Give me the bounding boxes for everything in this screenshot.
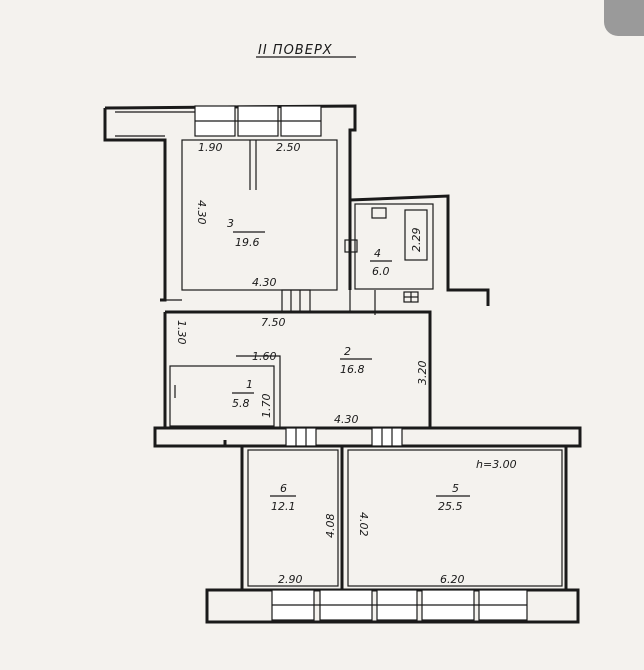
room-2-area: 16.8 xyxy=(340,363,365,376)
door-room6 xyxy=(285,427,317,447)
door-room3 xyxy=(281,289,311,313)
floor-title: II ПОВЕРХ xyxy=(258,43,333,58)
room-1-area: 5.8 xyxy=(232,397,250,410)
dim-room2-right: 3.20 xyxy=(416,361,429,386)
dim-room6-bottom: 2.90 xyxy=(278,573,303,586)
dim-room5-left: 4.02 xyxy=(357,512,370,537)
dim-corridor-left: 1.30 xyxy=(175,320,188,345)
dim-room3-bottom: 4.30 xyxy=(252,276,277,289)
top-exterior-wall xyxy=(103,104,357,302)
sink xyxy=(371,207,387,219)
room-3: 3 19.6 1.90 2.50 4.30 4.30 xyxy=(181,139,338,291)
left-ledge xyxy=(153,428,227,448)
door-room5 xyxy=(371,427,403,447)
room-6-area: 12.1 xyxy=(271,500,296,513)
dim-room4-right: 2.29 xyxy=(410,228,423,253)
page-corner xyxy=(604,0,644,36)
room-5: 5 25.5 4.02 6.20 xyxy=(347,446,568,590)
bathtub xyxy=(404,209,428,261)
dim-room2-bottom: 4.30 xyxy=(334,413,359,426)
dim-room5-bottom: 6.20 xyxy=(440,573,465,586)
dim-room1-top: 1.60 xyxy=(252,350,277,363)
room-4-area: 6.0 xyxy=(372,265,390,278)
room-6-number: 6 xyxy=(280,482,287,495)
room-1-number: 1 xyxy=(246,378,253,391)
dim-room3-left: 4.30 xyxy=(195,200,208,225)
dim-room3-top-left: 1.90 xyxy=(198,141,223,154)
room-1: 1 5.8 1.60 1.70 xyxy=(163,312,277,428)
room-2: 2 16.8 7.50 1.30 3.20 4.30 xyxy=(160,289,432,428)
room-6: 6 12.1 4.08 2.90 xyxy=(240,446,344,590)
room-2-number: 2 xyxy=(344,345,351,358)
dim-room6-right: 4.08 xyxy=(324,514,337,539)
dim-room3-top-right: 2.50 xyxy=(276,141,301,154)
ceiling-height: h=3.00 xyxy=(476,458,517,471)
room-5-number: 5 xyxy=(452,482,459,495)
room-4: 4 6.0 2.29 xyxy=(344,194,490,306)
room-3-number: 3 xyxy=(227,217,234,230)
bottom-exterior-wall xyxy=(205,588,580,624)
room-4-number: 4 xyxy=(374,247,381,260)
room-3-area: 19.6 xyxy=(235,236,260,249)
dim-room1-right: 1.70 xyxy=(260,394,273,419)
toilet xyxy=(344,239,358,253)
dim-corridor-top: 7.50 xyxy=(261,316,286,329)
room-5-area: 25.5 xyxy=(438,500,463,513)
